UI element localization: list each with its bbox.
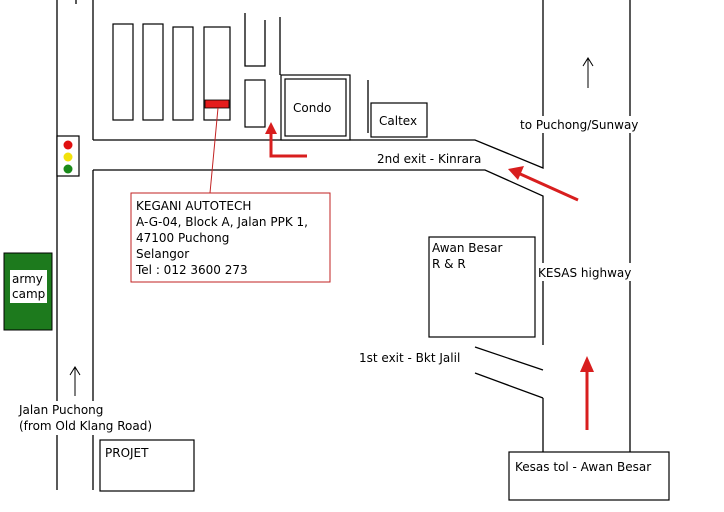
first-exit-ramp-top bbox=[474, 346, 544, 371]
to-puchong-label-bg bbox=[517, 116, 649, 133]
business-address-line3: Selangor bbox=[136, 247, 189, 261]
first-exit-label-bg bbox=[357, 349, 471, 366]
jalan-puchong-label-line1: Jalan Puchong bbox=[18, 403, 103, 417]
army-camp-label-line1: army bbox=[12, 272, 43, 286]
route-arrow-into-site bbox=[269, 132, 307, 158]
condo-inner bbox=[284, 78, 347, 137]
business-address-line1: A-G-04, Block A, Jalan PPK 1, bbox=[136, 215, 308, 229]
jalan-puchong-arrow-head bbox=[69, 366, 81, 376]
jalan-puchong-label-bg bbox=[17, 401, 163, 435]
kegani-location-marker bbox=[204, 99, 230, 109]
second-exit-label: 2nd exit - Kinrara bbox=[377, 152, 481, 166]
awan-besar-rr-label-line2: R & R bbox=[432, 257, 466, 271]
kesas-highway-label: KESAS highway bbox=[538, 266, 631, 280]
projet-box bbox=[99, 439, 195, 492]
building-block-2 bbox=[142, 23, 164, 121]
route-arrow-into-site-head bbox=[265, 122, 277, 134]
awan-besar-rr-label-line1: Awan Besar bbox=[432, 241, 503, 255]
army-camp-label-line2: camp bbox=[12, 287, 45, 301]
route-arrow-to-exit-shaft bbox=[517, 171, 579, 202]
jalan-puchong-label-line2: (from Old Klang Road) bbox=[19, 419, 152, 433]
business-callout-box bbox=[130, 192, 331, 283]
building-block-3 bbox=[172, 26, 194, 121]
first-exit-ramp-bottom bbox=[474, 372, 544, 399]
route-arrow-from-toll-head bbox=[580, 356, 594, 372]
kesas-toll-label: Kesas tol - Awan Besar bbox=[515, 460, 651, 474]
caltex-label: Caltex bbox=[379, 114, 417, 128]
army-camp-label-bg bbox=[10, 270, 47, 303]
business-address-line2: 47100 Puchong bbox=[136, 231, 229, 245]
to-puchong-label: to Puchong/Sunway bbox=[520, 118, 638, 132]
callout-pointer-line bbox=[209, 107, 219, 194]
traffic-light-red bbox=[63, 140, 73, 150]
traffic-light-yellow bbox=[63, 152, 73, 162]
business-phone: Tel : 012 3600 273 bbox=[135, 263, 248, 277]
to-puchong-arrow-head bbox=[582, 57, 594, 67]
route-arrow-to-exit-head bbox=[508, 166, 524, 180]
caltex-box bbox=[370, 102, 428, 138]
condo-label: Condo bbox=[293, 101, 331, 115]
building-block-5 bbox=[244, 79, 266, 128]
kesas-highway-label-bg bbox=[536, 263, 644, 281]
awan-besar-rr-box bbox=[428, 236, 536, 338]
projet-label: PROJET bbox=[105, 446, 149, 460]
building-block-bracket bbox=[244, 13, 266, 67]
business-name: KEGANI AUTOTECH bbox=[136, 199, 251, 213]
building-block-1 bbox=[112, 23, 134, 121]
second-exit-label-bg bbox=[374, 150, 490, 167]
first-exit-label: 1st exit - Bkt Jalil bbox=[359, 351, 460, 365]
kesas-toll-box bbox=[508, 451, 670, 501]
traffic-light-green bbox=[63, 164, 73, 174]
